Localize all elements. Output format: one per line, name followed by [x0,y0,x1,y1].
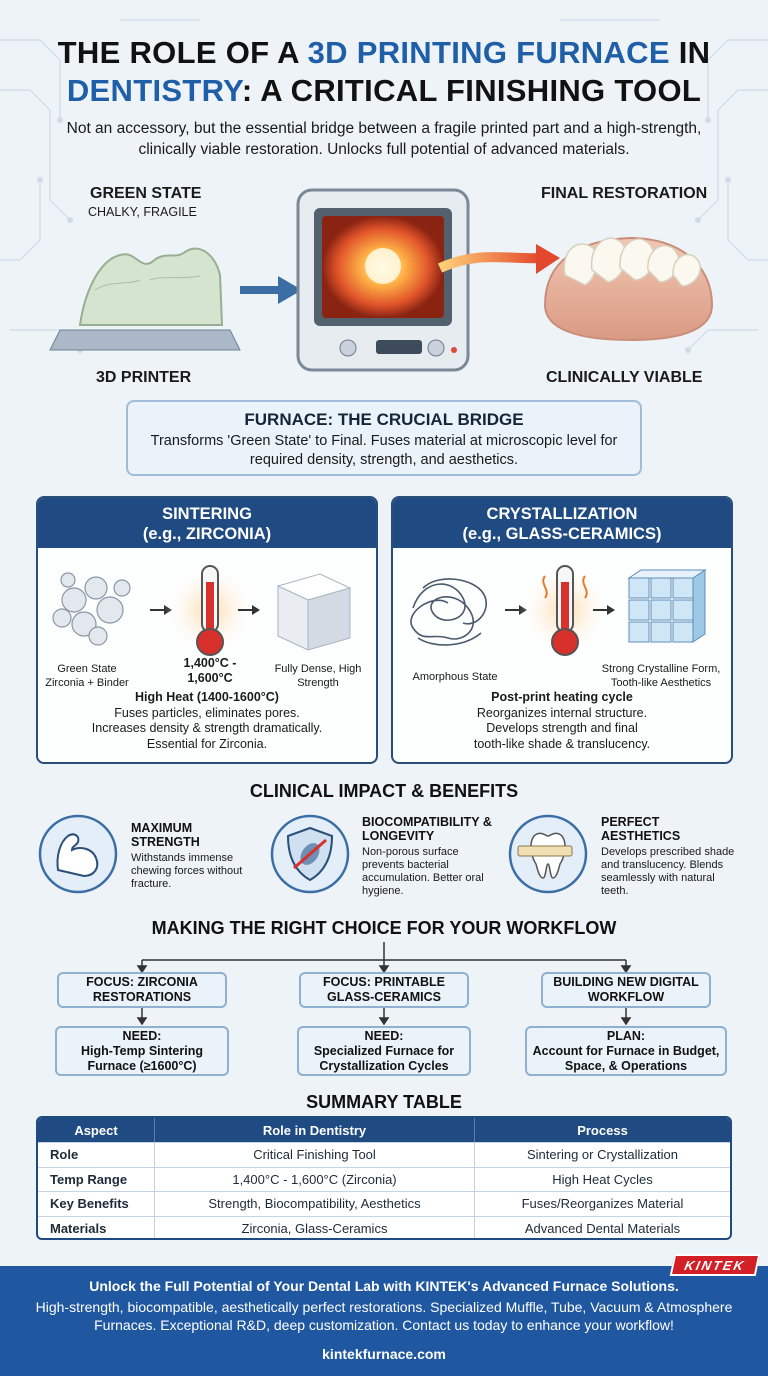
sintering-title: SINTERING [162,505,252,523]
table-header-cell: Process [474,1118,730,1142]
tooth-shade-icon [508,814,588,894]
table-cell: 1,400°C - 1,600°C (Zirconia) [154,1167,474,1191]
sintering-diagram [52,564,352,656]
footer-banner: Unlock the Full Potential of Your Dental… [0,1266,768,1376]
workflow-focus-new-workflow: BUILDING NEW DIGITAL WORKFLOW [541,972,711,1008]
page-subtitle: Not an accessory, but the essential brid… [66,120,702,158]
green-state-label: GREEN STATE [90,185,202,202]
need-text: Specialized Furnace for Crystallization … [313,1043,455,1073]
furnace-icon [296,188,470,372]
summary-table: Aspect Role in Dentistry Process Role Cr… [36,1116,732,1240]
sintering-lead: High Heat (1400-1600°C) [135,690,279,704]
table-cell: Temp Range [50,1171,128,1187]
workflow-connectors [136,942,632,1026]
crystallization-line3: tooth-like shade & translucency. [473,736,651,751]
page-title: THE ROLE OF A 3D PRINTING FURNACE IN DEN… [57,35,711,108]
kintek-logo: KINTEK [669,1254,761,1276]
final-restoration-icon [543,236,714,342]
table-row: Key Benefits Strength, Biocompatibility,… [38,1191,730,1216]
workflow-focus-glass-ceramics: FOCUS: PRINTABLE GLASS-CERAMICS [299,972,469,1008]
sintering-panel: SINTERING (e.g., ZIRCONIA) [36,496,378,764]
sintering-example: (e.g., ZIRCONIA) [142,525,272,543]
table-cell: Advanced Dental Materials [474,1216,730,1238]
table-cell: Fuses/Reorganizes Material [474,1192,730,1216]
amorphous-structure-icon [410,578,487,646]
table-row: Materials Zirconia, Glass-Ceramics Advan… [38,1215,730,1238]
thermometer-icon [164,564,256,656]
crystallization-line1: Reorganizes internal structure. [476,705,648,720]
green-state-sublabel: CHALKY, FRAGILE [88,205,197,219]
table-header-cell: Role in Dentistry [154,1118,474,1142]
table-row: Temp Range 1,400°C - 1,600°C (Zirconia) … [38,1166,730,1191]
benefits-title: CLINICAL IMPACT & BENEFITS [249,781,519,801]
table-cell: Critical Finishing Tool [154,1143,474,1167]
table-row: Role Critical Finishing Tool Sintering o… [38,1142,730,1167]
table-cell: Key Benefits [50,1196,129,1212]
need-text: High-Temp Sintering Furnace (≥1600°C) [81,1043,203,1073]
footer-headline: Unlock the Full Potential of Your Dental… [89,1278,679,1294]
zirconia-particles-icon [52,572,131,646]
sintering-temp-label: 1,400°C - 1,600°C [183,656,237,685]
crystallization-example: (e.g., GLASS-CERAMICS) [462,525,662,543]
furnace-bridge-callout: FURNACE: THE CRUCIAL BRIDGE Transforms '… [126,400,642,476]
need-label: NEED: [122,1028,162,1043]
workflow-focus-zirconia: FOCUS: ZIRCONIA RESTORATIONS [57,972,227,1008]
sintering-panel-header: SINTERING (e.g., ZIRCONIA) [38,498,376,548]
table-header-cell: Aspect [74,1122,118,1138]
plan-label: PLAN: [606,1028,646,1043]
workflow-need-zirconia: NEED: High-Temp Sintering Furnace (≥1600… [55,1026,229,1076]
benefit-biocompat-text: Non-porous surface prevents bacterial ac… [362,846,484,897]
table-cell: Strength, Biocompatibility, Aesthetics [154,1192,474,1216]
hero-illustration [49,188,714,372]
crystallization-lead: Post-print heating cycle [491,690,633,704]
final-restoration-label: FINAL RESTORATION [541,185,708,202]
need-label: NEED: [364,1028,404,1043]
crystallization-line2: Develops strength and final [486,721,638,735]
thermometer-icon [519,564,611,656]
benefit-biocompat-title: BIOCOMPATIBILITY & LONGEVITY [362,815,492,843]
summary-title: SUMMARY TABLE [306,1092,462,1112]
benefit-aesthetics-text: Develops prescribed shade and translucen… [601,846,735,897]
green-state-model-icon [49,247,241,351]
flexed-arm-icon [38,814,118,894]
crystallization-right-caption: Strong Crystalline Form, Tooth-like Aest… [601,663,721,689]
workflow-plan-new-workflow: PLAN: Account for Furnace in Budget, Spa… [525,1026,727,1076]
sintering-line3: Essential for Zirconia. [146,736,268,751]
crystallization-panel-header: CRYSTALLIZATION (e.g., GLASS-CERAMICS) [393,498,731,548]
benefit-strength-title: MAXIMUM STRENGTH [131,821,200,849]
workflow-need-glass-ceramics: NEED: Specialized Furnace for Crystalliz… [297,1026,471,1076]
footer-url-link[interactable]: kintekfurnace.com [322,1346,446,1362]
bridge-title: FURNACE: THE CRUCIAL BRIDGE [244,410,524,429]
benefit-strength-text: Withstands immense chewing forces withou… [131,852,243,890]
workflow-title: MAKING THE RIGHT CHOICE FOR YOUR WORKFLO… [151,918,617,938]
table-cell: Materials [50,1220,107,1236]
table-cell: High Heat Cycles [474,1167,730,1191]
sintering-left-caption: Green State Zirconia + Binder [45,663,129,689]
crystal-lattice-icon [627,569,707,643]
crystallization-title: CRYSTALLIZATION [486,505,638,523]
clinically-viable-label: CLINICALLY VIABLE [546,369,703,386]
crystallization-diagram [410,564,707,656]
benefit-aesthetics-title: PERFECT AESTHETICS [601,815,681,843]
sintering-description: High Heat (1400-1600°C) Fuses particles,… [38,690,376,752]
footer-body: High-strength, biocompatible, aesthetica… [35,1299,733,1333]
table-cell: Role [50,1147,79,1163]
sintering-line2: Increases density & strength dramaticall… [91,721,323,735]
bridge-text: Transforms 'Green State' to Final. Fuses… [150,433,618,468]
table-cell: Sintering or Crystallization [474,1143,730,1167]
crystallization-panel: CRYSTALLIZATION (e.g., GLASS-CERAMICS) [391,496,733,764]
sintering-right-caption: Fully Dense, High Strength [274,663,362,689]
table-cell: Zirconia, Glass-Ceramics [154,1216,474,1238]
plan-text: Account for Furnace in Budget, Space, & … [532,1043,720,1073]
printer-label: 3D PRINTER [96,369,192,386]
sintering-line1: Fuses particles, eliminates pores. [114,705,300,720]
crystallization-description: Post-print heating cycle Reorganizes int… [393,690,731,752]
dense-cube-icon [276,573,352,651]
shield-icon [270,814,350,894]
crystallization-left-caption: Amorphous State [412,671,498,683]
table-header-row: Aspect Role in Dentistry Process [38,1118,730,1142]
